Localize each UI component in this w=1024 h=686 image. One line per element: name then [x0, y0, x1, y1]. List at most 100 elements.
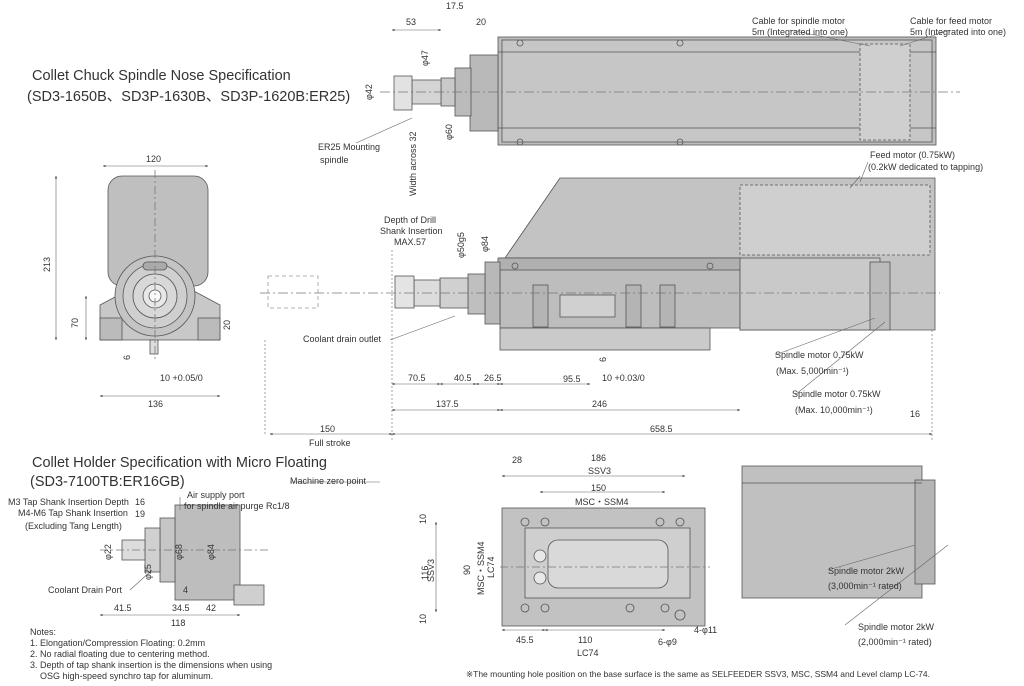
callout-spindle-2kw-a: Spindle motor 2kW: [828, 566, 905, 576]
callout-full-stroke: Full stroke: [309, 438, 351, 448]
footnote: ※The mounting hole position on the base …: [466, 669, 930, 679]
dim-70-5: 70.5: [408, 373, 426, 383]
front-view: [99, 170, 221, 360]
callout-spindle-075-b-note: (Max. 10,000min⁻¹): [795, 405, 873, 415]
dim-phi84b: φ84: [206, 544, 216, 560]
dim-246: 246: [592, 399, 608, 409]
callout-spindle-2kw-b: Spindle motor 2kW: [858, 622, 935, 632]
dim-19: 19: [135, 509, 146, 519]
dim-137-5: 137.5: [436, 399, 459, 409]
callout-spindle-2kw-b-note: (2,000min⁻¹ rated): [858, 637, 932, 647]
dim-34-5: 34.5: [172, 603, 190, 613]
callout-cable-spindle-len: 5m (Integrated into one): [752, 27, 849, 37]
base-plate-view: [500, 507, 710, 627]
callout-feed-motor: Feed motor (0.75kW): [870, 150, 956, 160]
dim-phi22: φ22: [103, 544, 113, 560]
dim-phi47: φ47: [420, 50, 430, 66]
holder-view: [100, 504, 270, 606]
dim-16b: 16: [135, 497, 146, 507]
dim-118: 118: [171, 618, 186, 628]
callout-spindle-075-b: Spindle motor 0.75kW: [792, 389, 881, 399]
callout-cable-spindle: Cable for spindle motor: [752, 16, 846, 26]
dim-10d: 10: [418, 613, 428, 624]
dim-phi42: φ42: [364, 84, 374, 100]
dim-10tolb: 10 +0.03/0: [602, 373, 645, 383]
callout-spindle-2kw-a-note: (3,000min⁻¹ rated): [828, 581, 902, 591]
callout-holes-11: 4-φ11: [694, 625, 718, 635]
dim-10c: 10: [418, 513, 428, 524]
callout-spindle-075-a-note: (Max. 5,000min⁻¹): [776, 366, 849, 376]
notes-heading: Notes:: [30, 627, 57, 637]
callout-depth-drill-3: MAX.57: [394, 237, 427, 247]
dim-95-5: 95.5: [563, 374, 581, 384]
callout-lc74-v: LC74: [486, 556, 496, 578]
dim-40-5: 40.5: [454, 373, 472, 383]
callout-cable-feed: Cable for feed motor: [910, 16, 993, 26]
note-3b: OSG high-speed synchro tap for aluminum.: [40, 671, 214, 681]
motor-2kw-view: [741, 465, 936, 599]
dim-20b: 20: [222, 319, 232, 330]
note-1: 1. Elongation/Compression Floating: 0.2m…: [30, 638, 206, 648]
side-view: [260, 177, 940, 351]
dim-658-5: 658.5: [650, 424, 673, 434]
callout-depth-drill-1: Depth of Drill: [384, 215, 437, 225]
callout-cable-feed-len: 5m (Integrated into one): [910, 27, 1007, 37]
dim-4: 4: [183, 585, 189, 595]
dimension-lines: [54, 28, 933, 632]
callout-ssv3: SSV3: [588, 466, 612, 476]
dim-28: 28: [512, 455, 523, 465]
dim-213: 213: [42, 256, 52, 272]
dim-45-5: 45.5: [516, 635, 534, 645]
dim-41-5: 41.5: [114, 603, 132, 613]
dim-136: 136: [148, 399, 164, 409]
dim-90: 90: [462, 564, 472, 575]
callout-er25-mount: ER25 Mounting: [318, 142, 381, 152]
callout-m4-tap: M4-M6 Tap Shank Insertion: [18, 508, 128, 518]
callout-width-across: Width across 32: [408, 131, 418, 196]
leader-lines: [129, 29, 951, 626]
note-3a: 3. Depth of tap shank insertion is the d…: [30, 660, 273, 670]
dim-26-5: 26.5: [484, 373, 502, 383]
callout-lc74: LC74: [577, 648, 599, 658]
callout-air-supply-2: for spindle air purge Rc1/8: [184, 501, 290, 511]
note-2: 2. No radial floating due to centering m…: [30, 649, 210, 659]
top-view: [380, 36, 960, 146]
dim-6b: 6: [598, 356, 608, 362]
dim-70: 70: [70, 317, 80, 328]
callout-msc-ssm4: MSC・SSM4: [575, 497, 629, 507]
dim-16a: 16: [910, 409, 921, 419]
callout-excl-tang: (Excluding Tang Length): [25, 521, 122, 531]
callout-coolant-port: Coolant Drain Port: [48, 585, 123, 595]
dim-10tol: 10 +0.05/0: [160, 373, 203, 383]
callout-spindle-075-a: Spindle motor 0.75kW: [775, 350, 864, 360]
dim-17-5: 17.5: [446, 1, 464, 11]
title-collet-holder: Collet Holder Specification with Micro F…: [32, 455, 327, 471]
title-collet-chuck-models: (SD3-1650B、SD3P-1630B、SD3P-1620B:ER25): [27, 89, 351, 105]
callout-coolant-outlet: Coolant drain outlet: [303, 334, 382, 344]
callout-holes-9: 6-φ9: [658, 637, 677, 647]
dim-186: 186: [591, 453, 607, 463]
callout-msc-ssm4-v: MSC・SSM4: [476, 541, 486, 595]
callout-m3-tap: M3 Tap Shank Insertion Depth: [8, 497, 129, 507]
dim-42: 42: [206, 603, 217, 613]
callout-er25-spindle: spindle: [320, 155, 349, 165]
dim-120: 120: [146, 154, 162, 164]
dim-53: 53: [406, 17, 417, 27]
dim-phi68: φ68: [174, 544, 184, 560]
callout-depth-drill-2: Shank Insertion: [380, 226, 443, 236]
dim-110: 110: [578, 635, 593, 645]
dim-phi60: φ60: [444, 124, 454, 140]
callout-feed-motor-note: (0.2kW dedicated to tapping): [868, 162, 984, 172]
callout-machine-zero: Machine zero point: [290, 476, 367, 486]
dim-phi25: φ25: [143, 564, 153, 580]
dim-150: 150: [320, 424, 336, 434]
dim-phi50: φ50g5: [456, 232, 466, 258]
dim-6: 6: [122, 354, 132, 360]
dim-116: 116: [420, 565, 430, 580]
title-collet-holder-model: (SD3-7100TB:ER16GB): [30, 474, 185, 490]
title-collet-chuck: Collet Chuck Spindle Nose Specification: [32, 68, 291, 84]
dim-phi84a: φ84: [480, 236, 490, 252]
callout-air-supply: Air supply port: [187, 490, 245, 500]
dim-20a: 20: [476, 17, 487, 27]
